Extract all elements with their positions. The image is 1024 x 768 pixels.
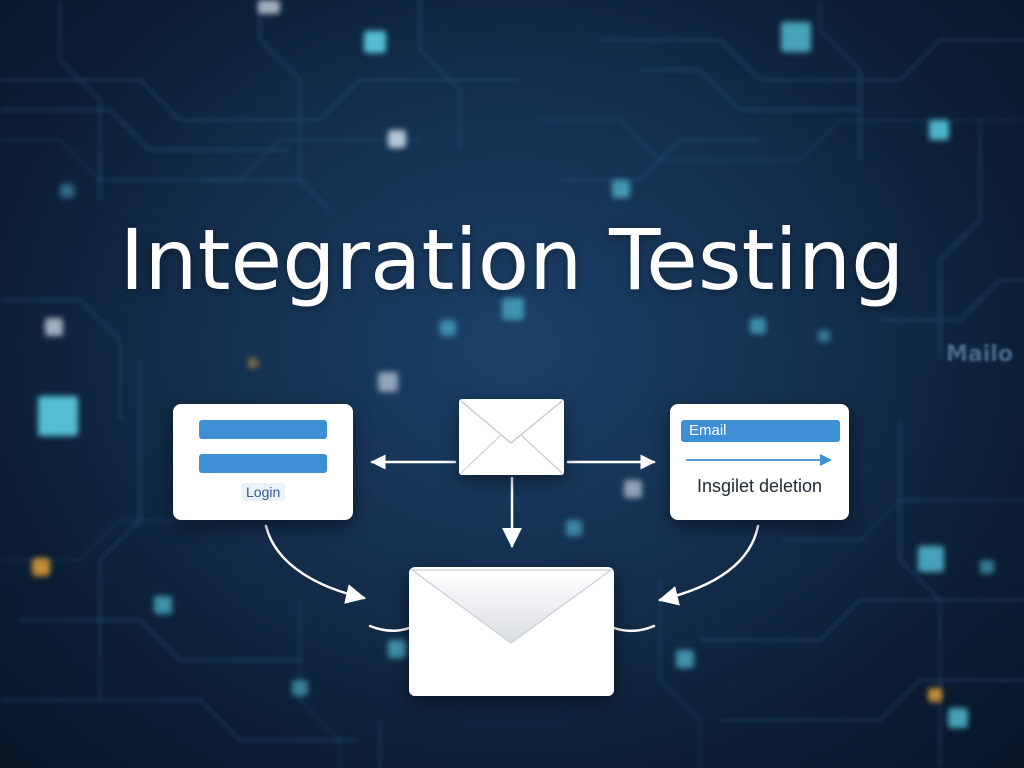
- login-form-card: Login: [173, 404, 353, 520]
- mail-envelope-icon: [409, 567, 614, 696]
- arrow-right-icon: [686, 454, 832, 466]
- username-field[interactable]: [199, 420, 327, 439]
- background-label: Mailo: [946, 342, 1013, 367]
- arrow-email-to-mail: [658, 524, 760, 606]
- password-field[interactable]: [199, 454, 327, 473]
- page-title: Integration Testing: [119, 211, 905, 309]
- login-button[interactable]: Login: [241, 483, 286, 501]
- email-card: Email Insgilet deletion: [670, 404, 849, 520]
- email-caption: Insgilet deletion: [696, 476, 823, 496]
- envelope-icon: [459, 399, 564, 475]
- connector-left: [368, 624, 411, 632]
- email-header[interactable]: Email: [681, 420, 840, 442]
- arrow-login-to-mail: [264, 524, 366, 604]
- connector-right: [612, 624, 656, 632]
